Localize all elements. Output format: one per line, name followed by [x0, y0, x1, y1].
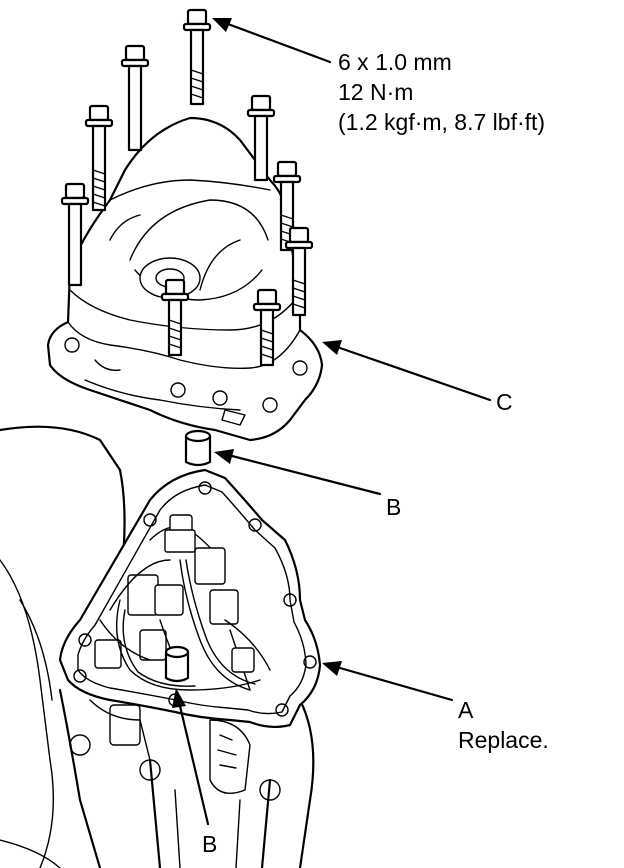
- leader-b-lower: [172, 688, 210, 826]
- dowel-pin-upper: [184, 429, 212, 467]
- bolt-8: [160, 278, 190, 357]
- label-b-lower: B: [202, 831, 217, 857]
- bolt-3: [84, 104, 114, 212]
- label-a-note: Replace.: [458, 727, 549, 753]
- solenoid-harness: [94, 514, 271, 691]
- dowel-pin-lower: [164, 645, 190, 683]
- bolt-9: [252, 288, 282, 367]
- label-b-upper: B: [386, 494, 401, 520]
- torque-nm-label: 12 N·m: [338, 79, 413, 105]
- torque-alt-label: (1.2 kgf·m, 8.7 lbf·ft): [338, 109, 545, 135]
- label-c: C: [496, 389, 513, 415]
- label-a: A: [458, 697, 474, 723]
- leader-b-upper: [214, 449, 382, 496]
- bolt-1: [182, 8, 212, 106]
- bolt-7: [284, 226, 314, 317]
- gasket-a: [58, 468, 322, 729]
- leader-c: [322, 340, 492, 402]
- bolt-4: [60, 182, 90, 287]
- cover-c: [46, 116, 324, 442]
- bolt-size-label: 6 x 1.0 mm: [338, 49, 452, 75]
- leader-a: [322, 661, 454, 702]
- leader-bolt-spec: [212, 18, 332, 64]
- bolt-2: [120, 44, 150, 152]
- bolt-5: [246, 94, 276, 182]
